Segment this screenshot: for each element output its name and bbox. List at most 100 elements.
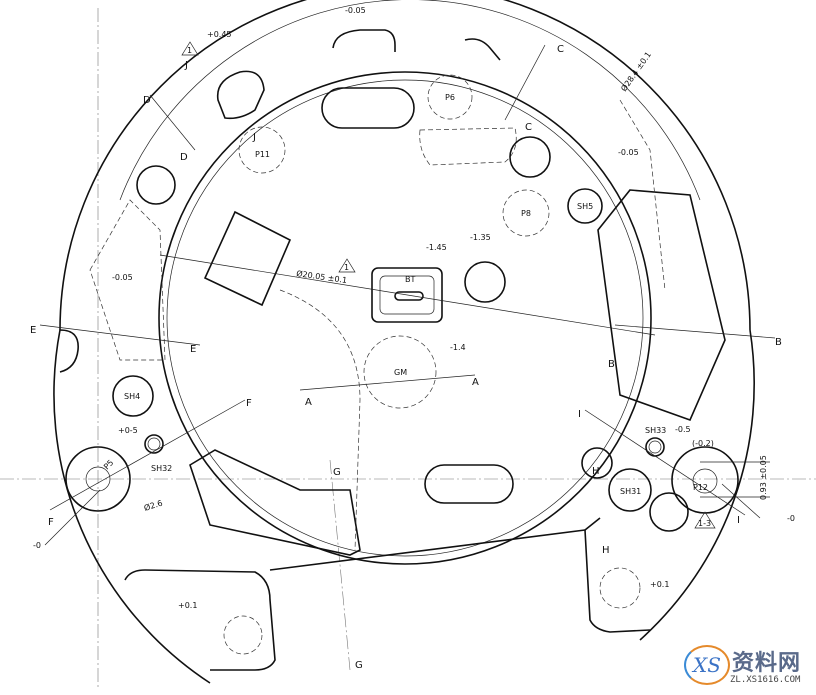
section-d-top: D xyxy=(143,95,151,106)
section-f-line xyxy=(49,399,246,511)
section-i-bottom: I xyxy=(737,515,740,526)
hole-left-top xyxy=(136,165,176,205)
label-top-tol: -0.05 xyxy=(345,6,366,15)
section-b-right: B xyxy=(775,337,782,348)
hidden-curve xyxy=(279,289,361,551)
section-b-line xyxy=(614,324,776,339)
label-rev-1: 1 xyxy=(187,46,192,55)
label-rev-13: 1-3 xyxy=(698,519,711,528)
feature-sh31: SH31 xyxy=(620,487,641,496)
hole-center-right xyxy=(464,261,506,303)
p8-circle xyxy=(502,189,550,237)
section-f-bottom: F xyxy=(48,517,54,528)
watermark-xs-mark: XS xyxy=(684,645,730,685)
hidden-right xyxy=(619,99,666,291)
section-c-top: C xyxy=(557,44,564,55)
section-f-top: F xyxy=(246,398,252,409)
feature-sh4: SH4 xyxy=(124,392,140,401)
dia-2005-line xyxy=(159,254,656,336)
p6-circle xyxy=(427,74,473,120)
section-j-top: J xyxy=(184,60,188,71)
top-slot xyxy=(321,87,415,129)
label-tol-005-right: -0.05 xyxy=(618,148,639,157)
j-slot xyxy=(216,70,265,120)
label-tol-045: +0.45 xyxy=(207,30,232,39)
bt-block xyxy=(371,267,443,323)
label-dia-26: Ø2.6 xyxy=(143,498,164,513)
feature-sh32: SH32 xyxy=(151,464,172,473)
hole-lower-right xyxy=(649,492,689,532)
dashed-slot xyxy=(419,127,517,166)
section-c-line xyxy=(504,44,546,121)
hole-c xyxy=(509,136,551,178)
section-d-bottom: D xyxy=(180,152,188,163)
section-a-right: A xyxy=(472,377,479,388)
top-tab-right xyxy=(464,38,501,61)
leader-0-right xyxy=(721,483,761,519)
lower-left-pocket xyxy=(124,569,276,671)
p5-hole xyxy=(85,466,111,492)
watermark-url: ZL.XS1616.COM xyxy=(730,675,801,685)
feature-p6: P6 xyxy=(445,93,455,102)
label-tol-14: -1.4 xyxy=(450,343,466,352)
sh33-inner xyxy=(648,440,662,454)
section-d-line xyxy=(149,94,196,151)
outer-offset xyxy=(119,0,701,201)
leader-0-left xyxy=(44,489,101,546)
sh4-circle xyxy=(112,375,154,417)
feature-p11: P11 xyxy=(255,150,270,159)
gm-circle xyxy=(363,335,437,409)
section-a-left: A xyxy=(305,397,312,408)
label-tol-05-left: +0-5 xyxy=(118,426,138,435)
hole-h xyxy=(581,447,613,479)
p5-boss xyxy=(65,446,131,512)
outer-profile-arc xyxy=(59,0,755,641)
section-i-top: I xyxy=(578,409,581,420)
label-tol-05-right: -0.5 xyxy=(675,425,691,434)
label-tol-01-right: +0.1 xyxy=(650,580,669,589)
feature-p5: P5 xyxy=(102,458,115,471)
label-tol-135: -1.35 xyxy=(470,233,491,242)
feature-sh5: SH5 xyxy=(577,202,593,211)
section-g-top: G xyxy=(333,467,341,478)
section-c-bottom: C xyxy=(525,122,532,133)
section-i-line xyxy=(584,409,746,516)
lower-left-dashed-circle xyxy=(223,615,263,655)
label-tol-145: -1.45 xyxy=(426,243,447,252)
label-tol-005-left: -0.05 xyxy=(112,273,133,282)
lower-edge-corner xyxy=(584,517,601,531)
feature-sh33: SH33 xyxy=(645,426,666,435)
outer-profile-left xyxy=(53,329,211,684)
rev-triangle-1b xyxy=(338,258,356,273)
label-dia-284: Ø28.4 ±0.1 xyxy=(618,50,653,93)
bt-inner xyxy=(379,275,435,315)
sh5-circle xyxy=(567,188,603,224)
hidden-left-pocket xyxy=(89,199,166,361)
inner-ring-outer xyxy=(158,71,652,565)
p11-circle xyxy=(238,126,286,174)
feature-gm: GM xyxy=(394,368,407,377)
label-tol-0-left: -0 xyxy=(33,541,41,550)
bottom-left-pad xyxy=(189,449,361,556)
label-dim-093: 0.93 ±0.05 xyxy=(759,455,768,500)
sh32-inner xyxy=(147,437,161,451)
left-pad xyxy=(203,210,292,307)
watermark-logo: XS 资料网 ZL.XS1616.COM xyxy=(680,641,808,691)
watermark-brand: 资料网 xyxy=(732,651,802,676)
inner-ring-inner xyxy=(166,79,644,557)
bottom-slot xyxy=(424,464,514,504)
feature-p8: P8 xyxy=(521,209,531,218)
right-pad xyxy=(597,189,726,422)
section-b-left: B xyxy=(608,359,615,370)
lower-right-dashed-circle xyxy=(599,567,641,609)
label-tol-0-right: -0 xyxy=(787,514,795,523)
feature-bt: BT xyxy=(405,275,415,284)
section-h-top: H xyxy=(592,466,600,477)
p12-boss xyxy=(671,446,739,514)
section-e-line xyxy=(39,324,201,346)
sh31-circle xyxy=(608,468,652,512)
section-line-g xyxy=(329,459,351,671)
label-tol-02: (-0.2) xyxy=(692,439,714,448)
